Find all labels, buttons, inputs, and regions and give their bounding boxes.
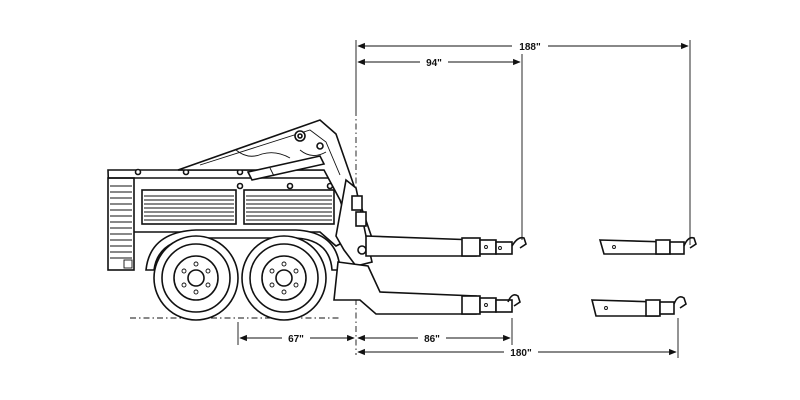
upper-tow-arm	[365, 235, 527, 257]
rear-wheel	[153, 235, 239, 321]
dimension-86-label: 86"	[424, 334, 440, 345]
left-locker	[141, 189, 237, 225]
front-wheel	[241, 235, 327, 321]
dimension-180-label: 180"	[510, 348, 532, 359]
dimension-67: 67"	[237, 322, 355, 345]
rear-grille	[110, 185, 133, 269]
trailer-body	[107, 168, 357, 271]
dimension-188-label: 188"	[519, 42, 541, 53]
right-locker	[243, 189, 335, 225]
dimension-94: 94"	[357, 54, 523, 240]
dimension-94-label: 94"	[426, 58, 442, 69]
dimension-180: 180"	[357, 318, 679, 359]
dimension-188: 188"	[355, 40, 691, 245]
lower-tow-arm	[333, 261, 521, 315]
headboard	[335, 178, 373, 267]
dimension-67-label: 67"	[288, 334, 304, 345]
far-upper-lift	[598, 236, 697, 255]
dimension-86: 86"	[357, 318, 513, 345]
far-lower-lift	[590, 296, 687, 317]
